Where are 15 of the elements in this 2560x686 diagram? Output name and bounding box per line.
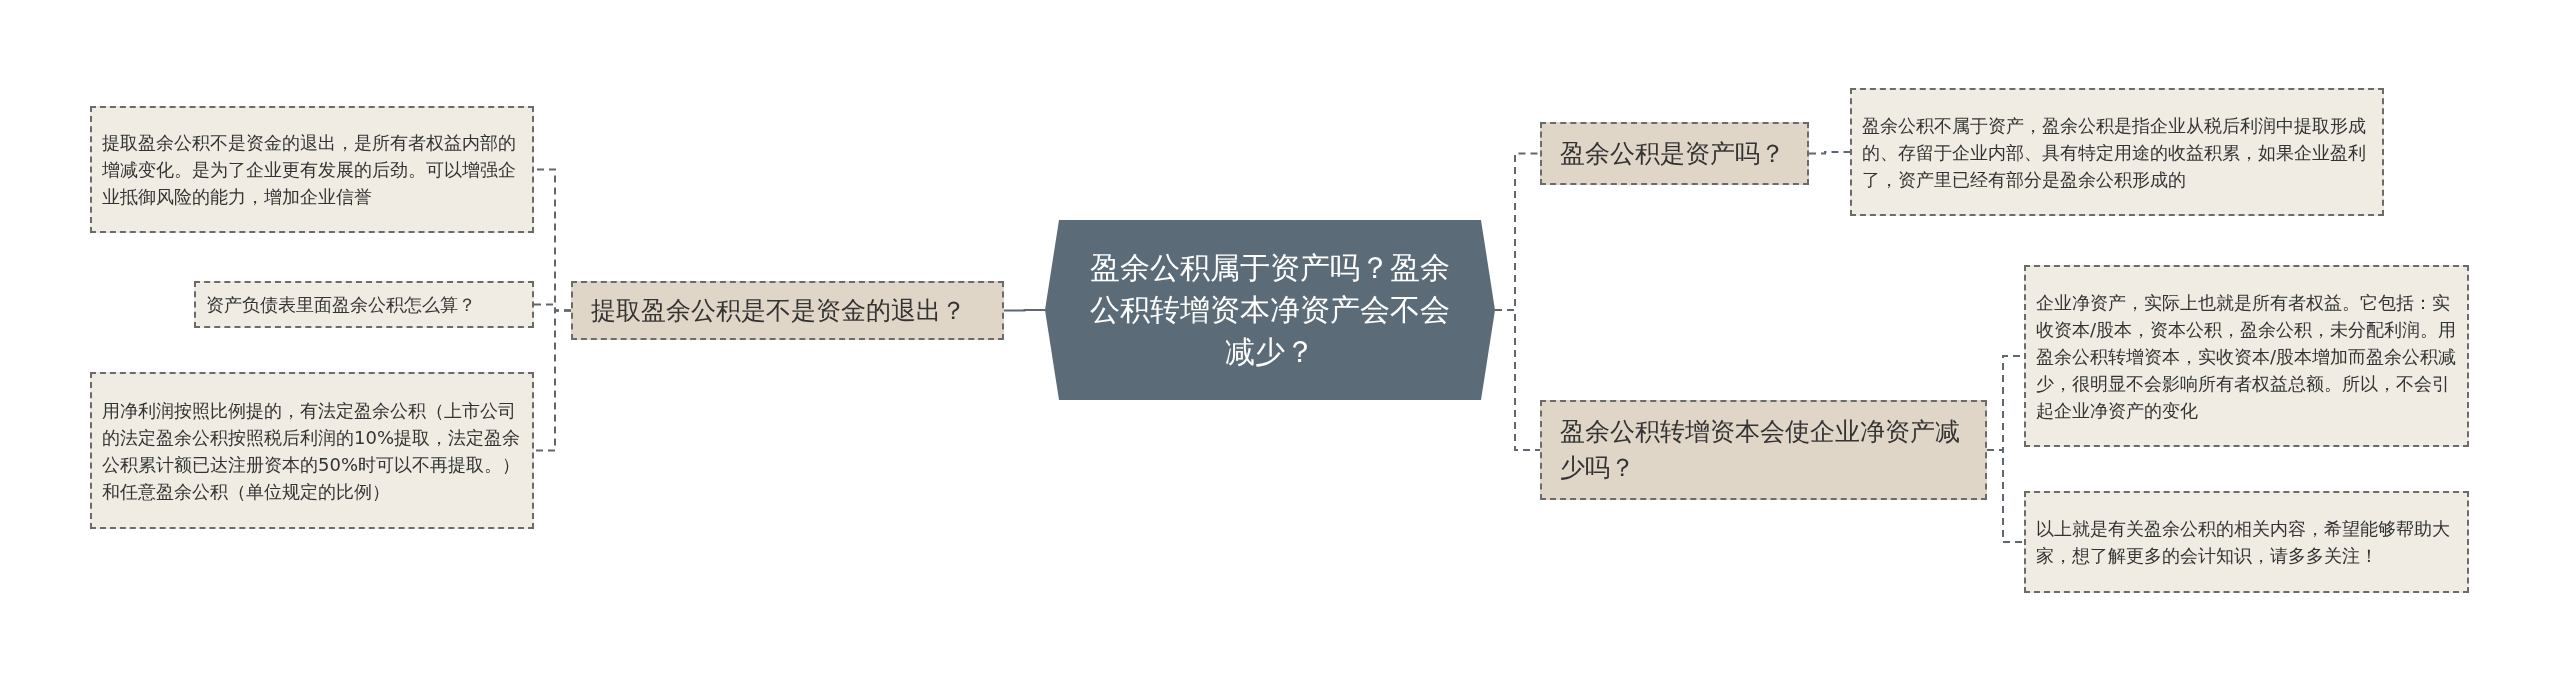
- note-box: 资产负债表里面盈余公积怎么算？: [194, 281, 534, 328]
- note-box: 用净利润按照比例提的，有法定盈余公积（上市公司的法定盈余公积按照税后利润的10%提取，法定盈余公积累计额已达注册资本的50%时可以不再提取。）和任意盈余公积（单位规定的比例）: [90, 372, 534, 529]
- connector: [533, 309, 572, 452]
- note-box: 以上就是有关盈余公积的相关内容，希望能够帮助大家，想了解更多的会计知识，请多多关注！: [2024, 491, 2469, 593]
- note-box: 提取盈余公积不是资金的退出，是所有者权益内部的增减变化。是为了企业更有发展的后劲。可以增强企业抵御风险的能力，增加企业信誉: [90, 106, 534, 233]
- topic-box: 盈余公积转增资本会使企业净资产减少吗？: [1540, 400, 1987, 500]
- topic-box: 提取盈余公积是不是资金的退出？: [571, 281, 1004, 340]
- connector: [1003, 309, 1046, 312]
- connector: [1494, 309, 1541, 451]
- note-box: 企业净资产，实际上也就是所有者权益。它包括：实收资本/股本，资本公积，盈余公积，未分配利润。用盈余公积转增资本，实收资本/股本增加而盈余公积减少，很明显不会影响所有者权益总额。所以，不会引起企业净资产的变化: [2024, 265, 2469, 447]
- connector: [1808, 151, 1851, 155]
- topic-box: 盈余公积是资产吗？: [1540, 122, 1809, 185]
- note-box: 盈余公积不属于资产，盈余公积是指企业从税后利润中提取形成的、存留于企业内部、具有特定用途的收益积累，如果企业盈利了，资产里已经有部分是盈余公积形成的: [1850, 88, 2384, 216]
- central-topic-hexagon: 盈余公积属于资产吗？盈余公积转增资本净资产会不会减少？: [1045, 220, 1495, 400]
- connector: [1986, 449, 2025, 543]
